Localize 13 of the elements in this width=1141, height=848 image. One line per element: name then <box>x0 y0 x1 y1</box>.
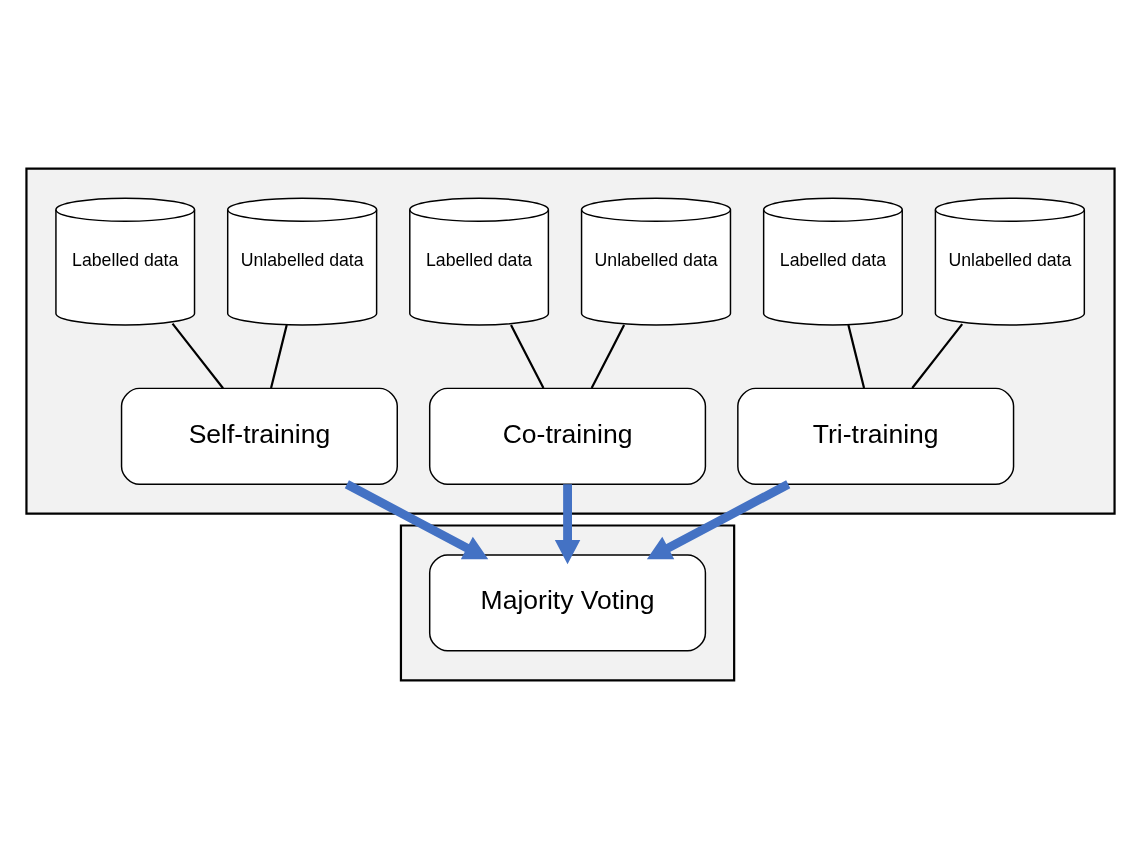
connector <box>171 322 224 389</box>
connector <box>590 324 626 388</box>
node-box: Co-training <box>428 387 707 485</box>
connector <box>270 324 288 388</box>
cluster <box>25 167 1116 515</box>
connector <box>911 322 964 389</box>
node-box: Self-training <box>120 387 398 485</box>
node-box: Majority Voting <box>428 553 707 652</box>
connector <box>847 324 866 388</box>
connector <box>510 324 545 388</box>
node-box: Tri-training <box>737 387 1015 485</box>
cluster <box>399 523 736 681</box>
arrow <box>554 483 581 564</box>
